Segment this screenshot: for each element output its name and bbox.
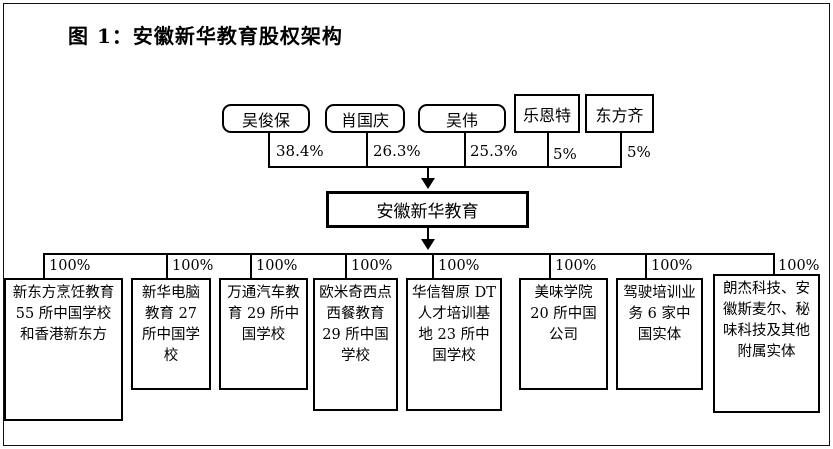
subsidiary-box-7[interactable]: 驾驶培训业务 6 家中国实体 <box>616 278 703 390</box>
connector-subsidiary-8 <box>773 253 775 278</box>
ownership-percent-1: 38.4% <box>276 142 324 160</box>
shareholder-box-4[interactable]: 乐恩特 <box>514 94 580 133</box>
connector-shareholder-5 <box>620 133 622 167</box>
subsidiary-box-8[interactable]: 朗杰科技、安徽斯麦尔、秘味科技及其他附属实体 <box>713 274 820 413</box>
connector-subsidiary-1 <box>43 253 45 278</box>
shareholder-box-1[interactable]: 吴俊保 <box>222 104 310 133</box>
shareholder-label-1: 吴俊保 <box>241 110 290 130</box>
subsidiary-box-4[interactable]: 欧米奇西点西餐教育 29 所中国学校 <box>313 278 398 411</box>
shareholder-label-5: 东方齐 <box>595 105 644 125</box>
figure-title: 图 1：安徽新华教育股权架构 <box>68 24 343 48</box>
central-entity-box[interactable]: 安徽新华教育 <box>326 191 529 228</box>
subsidiary-percent-6: 100% <box>555 258 597 274</box>
subsidiary-percent-8: 100% <box>778 258 820 274</box>
subsidiary-label-6: 美味学院 20 所中国公司 <box>530 285 597 344</box>
shareholder-bus-line <box>268 166 622 168</box>
subsidiary-label-7: 驾驶培训业务 6 家中国实体 <box>623 285 696 344</box>
ownership-percent-4: 5% <box>553 145 577 163</box>
subsidiary-label-4: 欧米奇西点西餐教育 29 所中国学校 <box>319 285 392 365</box>
connector-shareholder-3 <box>464 133 466 167</box>
ownership-percent-3: 25.3% <box>470 142 518 160</box>
subsidiary-box-5[interactable]: 华信智原 DT 人才培训基地 23 所中国学校 <box>406 278 502 411</box>
subsidiary-percent-1: 100% <box>49 258 91 274</box>
subsidiary-box-2[interactable]: 新华电脑教育 27 所中国学校 <box>131 278 211 390</box>
connector-shareholder-4 <box>547 133 549 167</box>
subsidiary-bus-line <box>43 253 773 255</box>
arrow-into-central-icon <box>421 178 435 189</box>
ownership-percent-2: 26.3% <box>373 142 421 160</box>
shareholder-box-3[interactable]: 吴伟 <box>418 104 506 133</box>
connector-subsidiary-4 <box>345 253 347 278</box>
subsidiary-percent-4: 100% <box>351 258 393 274</box>
subsidiary-label-3: 万通汽车教育 29 所中国学校 <box>227 285 300 344</box>
subsidiary-label-5: 华信智原 DT 人才培训基地 23 所中国学校 <box>412 285 496 365</box>
connector-shareholder-1 <box>268 133 270 167</box>
shareholder-box-5[interactable]: 东方齐 <box>585 94 654 133</box>
subsidiary-label-8: 朗杰科技、安徽斯麦尔、秘味科技及其他附属实体 <box>723 281 810 361</box>
shareholder-box-2[interactable]: 肖国庆 <box>325 104 405 133</box>
connector-subsidiary-5 <box>432 253 434 278</box>
central-entity-label: 安徽新华教育 <box>376 202 479 222</box>
ownership-percent-5: 5% <box>627 143 651 161</box>
shareholder-label-3: 吴伟 <box>445 110 478 130</box>
connector-subsidiary-6 <box>549 253 551 278</box>
subsidiary-percent-7: 100% <box>651 258 693 274</box>
subsidiary-percent-3: 100% <box>256 258 298 274</box>
connector-subsidiary-2 <box>166 253 168 278</box>
subsidiary-box-1[interactable]: 新东方烹饪教育 55 所中国学校和香港新东方 <box>4 278 123 421</box>
subsidiary-box-3[interactable]: 万通汽车教育 29 所中国学校 <box>219 278 308 390</box>
connector-from-central <box>427 228 429 242</box>
shareholder-label-4: 乐恩特 <box>522 105 571 125</box>
connector-shareholder-2 <box>366 133 368 167</box>
connector-subsidiary-7 <box>645 253 647 278</box>
arrow-to-subsidiaries-icon <box>421 239 435 250</box>
connector-subsidiary-3 <box>250 253 252 278</box>
subsidiary-label-1: 新东方烹饪教育 55 所中国学校和香港新东方 <box>12 285 115 344</box>
subsidiary-percent-2: 100% <box>172 258 214 274</box>
connector-to-central <box>427 166 429 183</box>
shareholder-label-2: 肖国庆 <box>340 110 389 130</box>
subsidiary-percent-5: 100% <box>438 258 480 274</box>
subsidiary-label-2: 新华电脑教育 27 所中国学校 <box>142 285 200 365</box>
subsidiary-box-6[interactable]: 美味学院 20 所中国公司 <box>519 278 608 390</box>
